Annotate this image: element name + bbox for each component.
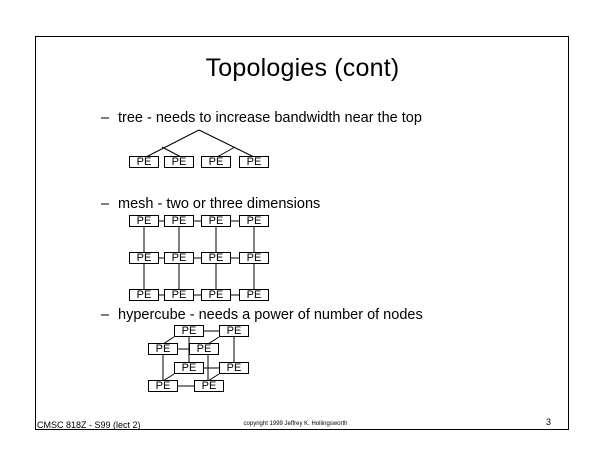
bullet-hypercube: –hypercube - needs a power of number of …	[101, 307, 423, 323]
bullet-tree-text: tree - needs to increase bandwidth near …	[118, 110, 422, 126]
page-number: 3	[546, 417, 552, 427]
bullet-hypercube-text: hypercube - needs a power of number of n…	[118, 307, 423, 323]
tree-pe-node: PE	[129, 156, 159, 168]
hypercube-edge	[207, 373, 220, 382]
mesh-pe-node: PE	[129, 252, 159, 264]
slide-title: Topologies (cont)	[205, 54, 400, 82]
hypercube-pe-node: PE	[219, 362, 249, 374]
hypercube-pe-node: PE	[174, 325, 204, 337]
tree-pe-node: PE	[164, 156, 194, 168]
tree-edge	[161, 146, 182, 158]
hypercube-pe-node: PE	[219, 325, 249, 337]
hypercube-edge	[162, 336, 175, 345]
bullet-mesh-text: mesh - two or three dimensions	[118, 196, 321, 212]
mesh-pe-node: PE	[164, 252, 194, 264]
mesh-pe-node: PE	[201, 289, 231, 301]
tree-edge	[198, 129, 255, 158]
tree-edge	[145, 129, 200, 158]
hypercube-edge	[162, 373, 175, 382]
mesh-pe-node: PE	[164, 289, 194, 301]
bullet-dash: –	[101, 196, 110, 212]
hypercube-pe-node: PE	[189, 343, 219, 355]
mesh-pe-node: PE	[129, 215, 159, 227]
mesh-pe-node: PE	[239, 215, 269, 227]
footer-copyright-text: copyright 1999 Jeffrey K. Hollingsworth	[243, 421, 348, 427]
footer-course: CMSC 818Z - S99 (lect 2)	[37, 420, 141, 430]
mesh-pe-node: PE	[201, 252, 231, 264]
bullet-tree: –tree - needs to increase bandwidth near…	[101, 110, 422, 126]
bullet-mesh: –mesh - two or three dimensions	[101, 196, 320, 212]
slide-frame	[35, 36, 569, 430]
hypercube-pe-node: PE	[194, 380, 224, 392]
mesh-pe-node: PE	[239, 289, 269, 301]
bullet-dash: –	[101, 110, 110, 126]
mesh-pe-node: PE	[164, 215, 194, 227]
hypercube-pe-node: PE	[174, 362, 204, 374]
hypercube-edge	[207, 336, 220, 345]
footer-copyright: copyright 1999 Jeffrey K. Hollingsworth	[0, 421, 605, 427]
tree-pe-node: PE	[239, 156, 269, 168]
hypercube-pe-node: PE	[148, 343, 178, 355]
bullet-dash: –	[101, 307, 110, 323]
hypercube-pe-node: PE	[148, 380, 178, 392]
tree-edge	[216, 146, 236, 158]
mesh-pe-node: PE	[201, 215, 231, 227]
mesh-pe-node: PE	[239, 252, 269, 264]
mesh-pe-node: PE	[129, 289, 159, 301]
tree-pe-node: PE	[201, 156, 231, 168]
